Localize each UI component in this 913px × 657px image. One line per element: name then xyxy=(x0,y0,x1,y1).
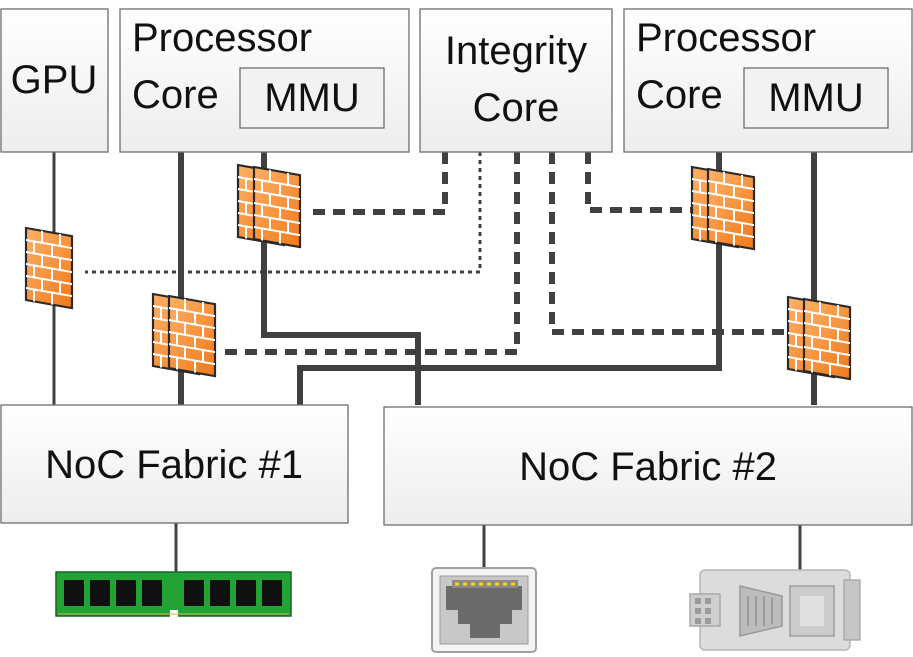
noc-fabric-2-label: NoC Fabric #2 xyxy=(519,445,777,489)
mmu-left-box xyxy=(239,67,385,129)
serial-connector-icon xyxy=(689,569,861,651)
connections xyxy=(52,152,817,572)
mmu-left-label: MMU xyxy=(264,76,360,120)
integrity-core-block: Integrity Core xyxy=(419,8,613,153)
integrity-control-line-4 xyxy=(549,152,790,335)
processor-core-left-line1: Processor xyxy=(132,16,312,60)
gpu-block: GPU xyxy=(0,8,109,153)
noc-fabric-1-block: NoC Fabric #1 xyxy=(0,404,349,524)
integrity-core-line1: Integrity xyxy=(445,29,587,73)
noc-fabric-2-block: NoC Fabric #2 xyxy=(383,406,913,526)
processor-core-right-line1: Processor xyxy=(636,16,816,60)
integrity-control-line-5 xyxy=(585,152,695,213)
ram-module-icon xyxy=(55,571,292,617)
firewall-icon xyxy=(238,165,300,247)
firewall-icon xyxy=(788,297,850,379)
processor-core-right-block: Processor Core MMU xyxy=(623,8,913,153)
mmu-right-label: MMU xyxy=(768,76,864,120)
noc-fabric-1-label: NoC Fabric #1 xyxy=(45,443,303,487)
firewall-icon xyxy=(24,226,74,310)
integrity-control-line-2 xyxy=(85,152,482,274)
firewall-icon xyxy=(692,167,754,249)
firewall-icon xyxy=(153,294,215,376)
ethernet-port-icon xyxy=(431,567,537,653)
proc-right-to-noc1-line xyxy=(297,152,722,405)
processor-core-right-line2: Core xyxy=(636,73,723,117)
gpu-label: GPU xyxy=(11,58,98,102)
processor-core-left-line2: Core xyxy=(132,73,219,117)
integrity-control-line-1 xyxy=(310,152,448,215)
processor-core-left-block: Processor Core MMU xyxy=(119,8,410,153)
integrity-core-line2: Core xyxy=(473,86,560,130)
mmu-right-box xyxy=(743,67,889,129)
integrity-control-line-3 xyxy=(225,152,520,355)
